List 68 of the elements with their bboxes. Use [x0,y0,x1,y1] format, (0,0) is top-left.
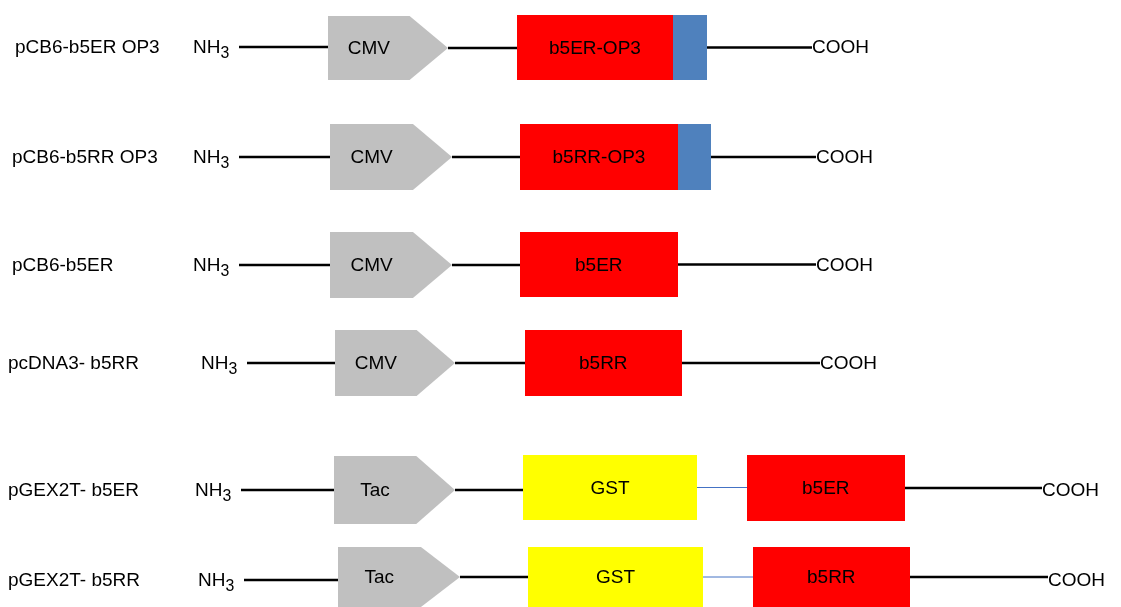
connector-line [247,361,335,365]
construct-name: pCB6-b5RR OP3 [12,145,158,169]
terminus-label: NH$_{3}$ [201,348,247,378]
tag-box [678,124,711,190]
terminus-label: COOH [1048,565,1121,595]
promoter-name: CMV [347,37,391,59]
terminus-label: NH$_{3}$ [193,142,239,172]
construct-name: pCB6-b5ER OP3 [15,35,160,59]
promoter-name: CMV [350,146,393,168]
gene-name: GST [596,566,636,588]
promoter-name: Tac [364,566,395,588]
connector-line [905,486,1042,490]
gene-box [520,232,678,297]
connector-line [239,263,330,267]
connector-line [696,487,748,488]
terminus-label: COOH [816,142,896,172]
promoter-name: CMV [350,254,393,276]
gene-box [747,455,905,521]
terminus-label: NH$_{3}$ [193,250,239,280]
promoter-element [334,456,455,524]
connector-line [452,263,520,267]
connector-line [678,263,816,266]
connector-line [711,155,816,159]
connector-line [241,488,334,492]
gene-name: b5RR [807,566,856,588]
promoter-element [328,16,448,80]
fusion-tag-box [528,547,703,607]
gene-name: b5RR-OP3 [552,146,646,168]
gene-name: b5ER-OP3 [549,36,641,59]
terminus-label: NH$_{3}$ [195,475,241,505]
connector-line [910,575,1048,579]
connector-line [244,578,338,582]
gene-name: b5RR [579,352,628,374]
terminus-label: COOH [812,32,892,62]
terminus-label: COOH [1042,475,1121,505]
terminus-label: COOH [820,348,900,378]
promoter-element [335,330,455,396]
connector-line [239,45,328,49]
promoter-element [330,232,452,298]
terminus-label: NH$_{3}$ [198,565,244,595]
construct-name: pGEX2T- b5ER [8,478,139,502]
gene-box [520,124,678,190]
connector-line [707,46,812,49]
gene-name: b5ER [575,253,623,276]
gene-box [517,15,673,80]
construct-name: pCB6-b5ER [12,253,114,277]
fusion-tag-box [523,455,697,520]
construct-name: pcDNA3- b5RR [8,351,139,375]
terminus-label: COOH [816,250,896,280]
connector-line [460,575,528,579]
gene-name: GST [590,476,630,499]
promoter-name: Tac [360,479,390,501]
terminus-label: NH$_{3}$ [193,32,239,62]
promoter-name: CMV [354,352,398,374]
connector-line [448,46,517,50]
gene-box [753,547,910,607]
gene-box [525,330,682,396]
connector-line [452,155,520,159]
tag-box [673,15,707,80]
connector-line [682,361,820,365]
connector-line [702,576,754,578]
gene-name: b5ER [802,477,850,499]
connector-line [455,361,525,365]
construct-name: pGEX2T- b5RR [8,568,140,592]
connector-line [455,488,523,492]
promoter-element [330,124,452,190]
promoter-element [338,547,460,607]
connector-line [239,155,330,159]
